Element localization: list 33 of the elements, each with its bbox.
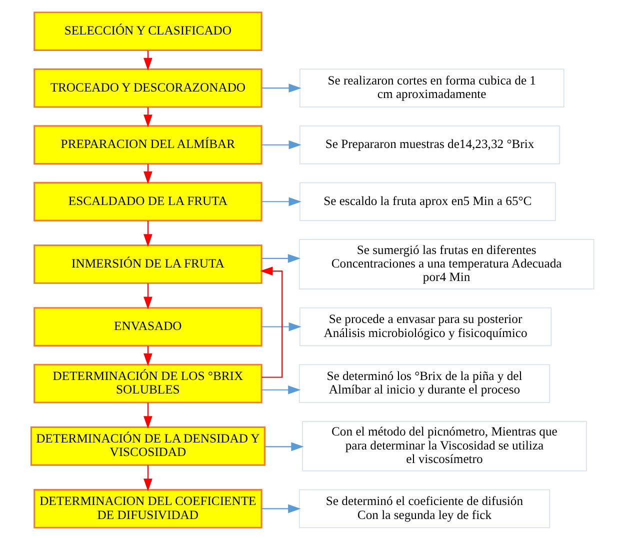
arrow [144, 164, 152, 184]
arrow [260, 266, 283, 378]
node-box: TROCEADO Y DESCORAZONADO [34, 68, 262, 108]
node-box: Se determinó el coeficiente de difusión Con la segunda ley de fick [298, 489, 550, 528]
node-box: Se determinó los °Brix de la piña y del Almíbar al inicio y durante el proceso [298, 364, 550, 404]
arrow [262, 385, 301, 394]
node-box: Se realizaron cortes en forma cubica de 1 cm aproximadamente [299, 68, 564, 108]
node-box: DETERMINACION DEL COEFICIENTE DE DIFUSIVIDAD [34, 488, 262, 528]
arrow [262, 254, 301, 263]
node-box: DETERMINACIÓN DE LOS °BRIX SOLUBLES [34, 364, 262, 404]
node-box: PREPARACION DEL ALMÍBAR [34, 125, 262, 165]
node-box: ESCALDADO DE LA FRUTA [34, 182, 262, 222]
node-box: Se Prepararon muestras de14,23,32 °Brix [299, 125, 560, 164]
arrow [262, 140, 302, 150]
node-box: Se escaldo la fruta aprox en5 Min a 65°C [299, 182, 556, 222]
node-box: INMERSIÓN DE LA FRUTA [34, 244, 262, 284]
arrow [262, 84, 302, 92]
arrow [144, 346, 152, 366]
arrow [264, 442, 304, 452]
node-box: Se sumergió las frutas en diferentes Concentraciones a una temperatura Adecuada por4 Min [298, 238, 594, 290]
node-box: ENVASADO [34, 307, 262, 346]
arrow [144, 465, 152, 492]
arrow [144, 283, 152, 310]
arrow [262, 322, 302, 332]
arrow [262, 504, 301, 514]
node-box: DETERMINACIÓN DE LA DENSIDAD Y VISCOSIDAD [30, 426, 266, 466]
node-box: Se procede a envasar para su posterior Análisis microbiológico y fisicoquímico [299, 307, 552, 346]
arrow [262, 197, 302, 206]
arrow [144, 50, 152, 70]
arrow [144, 220, 152, 247]
node-box: Con el método del picnómetro, Mientras que para determinar la Viscosidad se utiliza el viscosímetro [302, 420, 587, 472]
arrow [144, 402, 152, 429]
node-box: SELECCIÓN Y CLASIFICADO [34, 12, 262, 52]
